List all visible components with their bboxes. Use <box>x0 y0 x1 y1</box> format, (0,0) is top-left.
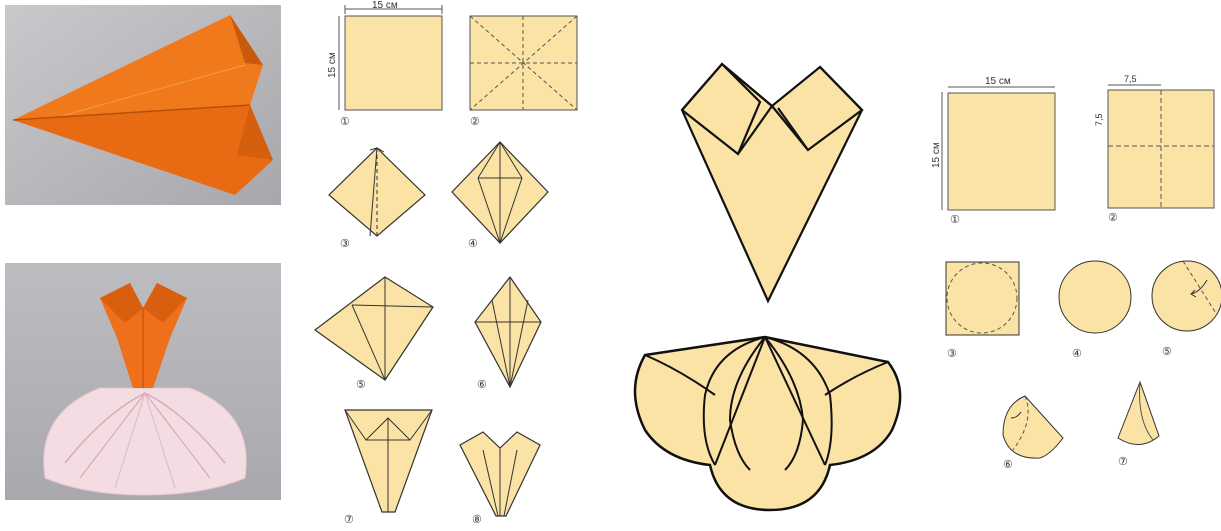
width-label: 15 см <box>985 76 1011 87</box>
step-7-folded-top: ⑦ <box>344 410 432 526</box>
step-number: ② <box>470 116 480 128</box>
step-number: ④ <box>468 238 478 250</box>
step-6-kite: ⑥ <box>475 277 541 391</box>
bodice-folding-diagram: 15 см 15 см ① ② ③ <box>310 0 600 531</box>
step-4-circle: ④ <box>1059 261 1131 360</box>
step-number: ⑤ <box>356 379 366 391</box>
photo-finished-dress <box>5 263 281 500</box>
step-number: ⑦ <box>344 514 354 526</box>
photo-folded-bodice <box>5 5 281 205</box>
skirt-folding-diagram: 15 см 15 см ① 7,5 7,5 ② ③ ④ <box>925 60 1221 485</box>
step-number: ⑤ <box>1162 346 1172 358</box>
step-number: ③ <box>340 238 350 250</box>
width-label: 15 см <box>372 0 398 11</box>
large-skirt <box>635 337 900 510</box>
step-number: ③ <box>947 348 957 360</box>
step-1-square: 15 см 15 см ① <box>327 0 442 128</box>
dress-assembly-diagram <box>620 50 910 525</box>
step-number: ⑦ <box>1118 456 1128 468</box>
height-label: 15 см <box>327 52 338 78</box>
step-number: ① <box>950 214 960 226</box>
step-2-creased-square: 7,5 7,5 ② <box>1094 74 1214 224</box>
step-number: ⑥ <box>1003 459 1013 471</box>
large-bodice <box>682 64 862 301</box>
step-3-circle-in-square: ③ <box>946 262 1019 360</box>
step-8-heart-bodice: ⑧ <box>460 432 540 526</box>
step-4-diamond: ④ <box>452 142 548 250</box>
step-2-creased-square: ② <box>470 16 577 128</box>
step-5-circle-fold: ⑤ <box>1152 261 1221 358</box>
half-height-label: 7,5 <box>1094 113 1104 126</box>
step-number: ④ <box>1072 348 1082 360</box>
step-6-partial-fold: ⑥ <box>1003 396 1063 471</box>
step-7-cone: ⑦ <box>1118 382 1159 468</box>
step-number: ① <box>340 116 350 128</box>
step-number: ⑥ <box>477 379 487 391</box>
step-5-kite: ⑤ <box>315 277 433 391</box>
step-number: ② <box>1108 212 1118 224</box>
height-label: 15 см <box>931 142 942 168</box>
step-3-diamond: ③ <box>329 148 425 250</box>
half-width-label: 7,5 <box>1124 74 1137 84</box>
step-number: ⑧ <box>472 514 482 526</box>
step-1-square: 15 см 15 см ① <box>931 76 1055 226</box>
